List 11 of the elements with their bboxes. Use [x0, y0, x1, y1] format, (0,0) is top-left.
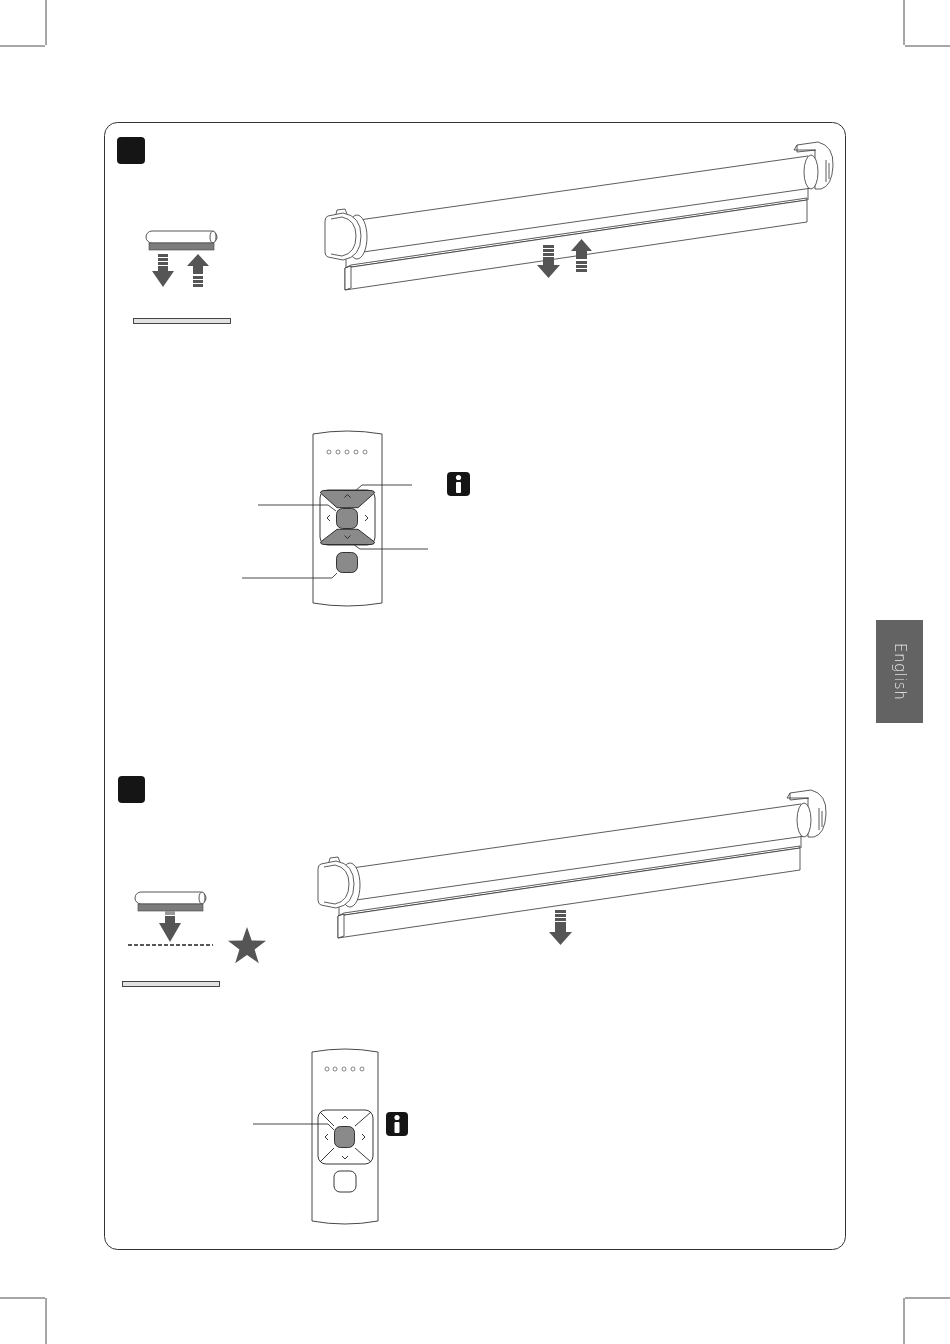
leader-line [355, 484, 413, 491]
leader-line [252, 1123, 335, 1131]
leader-line [257, 504, 337, 512]
leader-line [353, 544, 429, 550]
up-button [320, 490, 375, 508]
language-tab: English [876, 620, 923, 723]
lower-button [336, 552, 358, 573]
leader-line [241, 572, 338, 579]
down-button [320, 529, 375, 545]
center-button [334, 1126, 355, 1148]
center-button [336, 508, 358, 529]
